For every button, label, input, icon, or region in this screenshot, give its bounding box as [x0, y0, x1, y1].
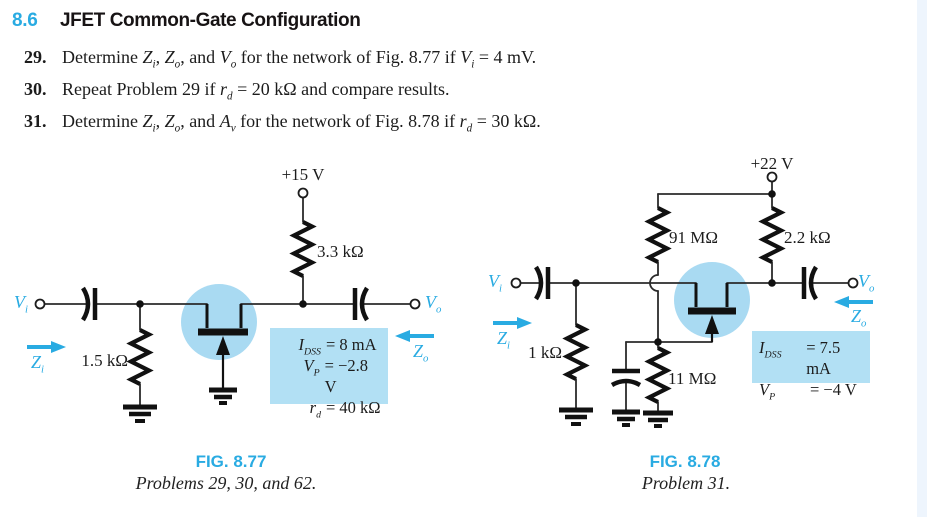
problem-number: 30.: [24, 79, 47, 99]
ground-symbol: [612, 409, 640, 427]
gate-resistor-bottom: [644, 346, 672, 404]
jfet-highlight-circle: [674, 262, 750, 338]
page-edge-band: [917, 0, 927, 517]
vo-terminal: [847, 277, 859, 289]
problem-30: 30. Repeat Problem 29 if rd = 20 kΩ and …: [24, 78, 904, 103]
drain-resistor: [758, 206, 786, 264]
zi-arrow: [493, 317, 532, 329]
vo-label: Vo: [425, 292, 442, 316]
vi-terminal: [510, 277, 522, 289]
param-box-fill: [752, 331, 870, 383]
zo-arrow: [395, 330, 434, 342]
jfet-parameters-box: IDSS = 8 mA VP = −2.8 V rd = 40 kΩ: [270, 329, 388, 422]
node-dot: [136, 300, 144, 308]
param-line: VP = −2.8 V: [303, 356, 369, 396]
input-coupling-capacitor: [81, 286, 98, 322]
jfet-symbol: [688, 283, 736, 342]
zi-arrow: [27, 341, 66, 353]
node-dot: [768, 279, 776, 287]
gate-resistor-bottom-label: 11 MΩ: [668, 369, 717, 388]
source-resistor: [562, 323, 590, 381]
section-title: JFET Common-Gate Configuration: [60, 10, 361, 31]
input-coupling-capacitor: [534, 265, 551, 301]
param-line: IDSS = 8 mA: [298, 335, 377, 358]
zo-arrow: [834, 296, 873, 308]
source-resistor-label: 1 kΩ: [528, 343, 562, 362]
zo-label: Zo: [413, 341, 429, 365]
problem-number: 29.: [24, 47, 47, 67]
param-line: rd = 40 kΩ: [309, 398, 381, 421]
source-resistor: [126, 328, 154, 386]
jfet-gate-arrow: [705, 315, 719, 334]
ground-symbol: [209, 387, 237, 405]
problem-text: Repeat Problem 29 if rd = 20 kΩ and comp…: [62, 79, 450, 103]
source-resistor-label: 1.5 kΩ: [81, 351, 128, 370]
jfet-symbol: [198, 304, 248, 390]
vo-terminal: [409, 298, 421, 310]
figure-caption: FIG. 8.77: [195, 452, 267, 471]
node-dot: [768, 190, 776, 198]
jfet-parameters-box: IDSS = 7.5 mA VP = −4 V: [752, 332, 870, 404]
fig78-circuit: [493, 171, 873, 428]
vi-terminal: [34, 298, 46, 310]
drain-resistor-label: 2.2 kΩ: [784, 228, 831, 247]
ground-symbol: [643, 410, 673, 428]
jfet-highlight-circle: [181, 284, 257, 360]
jfet-gate-arrow: [216, 336, 230, 355]
problem-31: 31. Determine Zi, Zo, and Av for the net…: [24, 110, 904, 135]
gate-resistor-top: [644, 206, 672, 264]
ground-symbol: [559, 407, 593, 426]
fig77-circuit: [27, 187, 434, 423]
problem-text: Determine Zi, Zo, and Av for the network…: [62, 111, 541, 135]
node-dot: [572, 279, 580, 287]
node-dot: [299, 300, 307, 308]
supply-terminal: [766, 171, 778, 183]
output-coupling-capacitor: [352, 286, 369, 322]
zi-label: Zi: [497, 328, 511, 352]
supply-terminal: [297, 187, 309, 199]
drain-resistor: [289, 220, 317, 278]
param-line: VP = −4 V: [759, 380, 857, 403]
param-line: IDSS = 7.5 mA: [759, 338, 841, 378]
figure-caption: FIG. 8.78: [649, 452, 721, 471]
figure-subcaption: Problem 31.: [641, 473, 731, 493]
vi-label: Vi: [14, 292, 28, 316]
vi-label: Vi: [488, 271, 502, 295]
bypass-capacitor: [610, 368, 642, 387]
supply-voltage-label: +15 V: [281, 165, 325, 184]
node-dot: [654, 338, 662, 346]
supply-voltage-label: +22 V: [750, 154, 794, 173]
section-number: 8.6: [12, 10, 38, 31]
output-coupling-capacitor: [801, 265, 818, 301]
problem-text: Determine Zi, Zo, and Vo for the network…: [62, 47, 537, 71]
gate-resistor-top-label: 91 MΩ: [669, 228, 718, 247]
param-box-fill: [270, 328, 388, 404]
problem-29: 29. Determine Zi, Zo, and Vo for the net…: [24, 46, 904, 71]
ground-symbol: [123, 404, 157, 423]
zi-label: Zi: [31, 352, 45, 376]
drain-resistor-label: 3.3 kΩ: [317, 242, 364, 261]
problem-number: 31.: [24, 111, 47, 131]
zo-label: Zo: [851, 306, 867, 330]
vo-label: Vo: [858, 271, 875, 295]
figure-subcaption: Problems 29, 30, and 62.: [135, 473, 317, 493]
